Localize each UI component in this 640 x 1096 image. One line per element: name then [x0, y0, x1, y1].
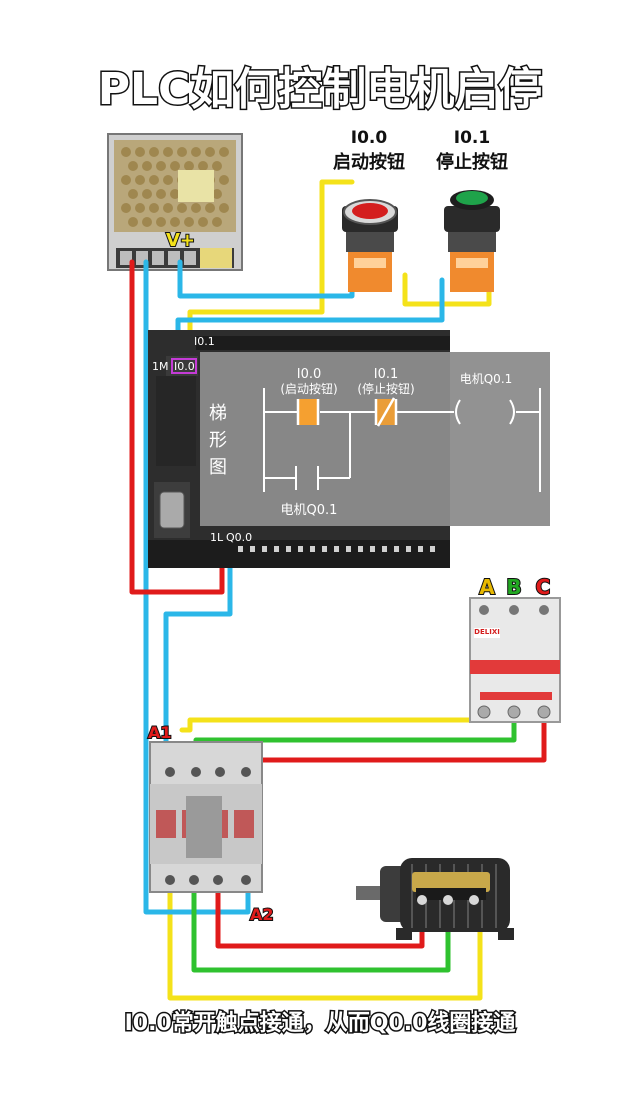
plc-terminal-1m: 1M: [152, 360, 169, 373]
breaker-phase-c: C: [536, 575, 551, 599]
circuit-breaker: [469, 597, 561, 723]
start-button-address: I0.0: [351, 128, 388, 148]
contactor: [149, 741, 263, 893]
plc-terminal-1l: 1L: [210, 531, 224, 544]
start-button-name: 启动按钮: [333, 151, 405, 173]
page-title: PLC如何控制电机启停: [98, 64, 543, 115]
ladder-side-label-1: 梯: [209, 403, 227, 424]
plc-terminal-q00: Q0.0: [226, 531, 252, 544]
ladder-side-label-2: 形: [209, 430, 227, 451]
start-push-button: [342, 199, 398, 292]
ladder-diagram-panel: 梯 形 图 I0.0 (启动按钮) I0.1 (停止按钮) 电机Q0.1: [200, 352, 550, 526]
contactor-a2-label: A2: [250, 905, 274, 924]
plc-terminal-i00-box: [171, 358, 197, 374]
stop-push-button: [444, 190, 500, 292]
stop-button-label: I0.1 停止按钮: [436, 128, 508, 173]
ladder-contact2-name: (停止按钮): [357, 381, 414, 396]
ladder-contact1-highlight: [298, 399, 318, 425]
plc-terminal-i00: I0.0: [174, 360, 195, 373]
stop-button-name: 停止按钮: [436, 151, 508, 173]
breaker-brand: DELIXI: [474, 628, 500, 636]
breaker-phase-b: B: [506, 575, 521, 599]
contactor-a1-label: A1: [148, 723, 172, 742]
blue-wires: [143, 259, 445, 915]
ladder-contact1-name: (启动按钮): [280, 381, 337, 396]
bottom-caption: I0.0常开触点接通，从而Q0.0线圈接通: [125, 1010, 516, 1036]
ladder-coil-label: 电机Q0.1: [460, 372, 513, 386]
ladder-latch-label: 电机Q0.1: [281, 503, 338, 518]
ladder-side-label-3: 图: [209, 457, 227, 478]
ladder-contact1-address: I0.0: [297, 367, 322, 382]
ladder-contact2-address: I0.1: [374, 367, 399, 382]
plc-terminal-i01: I0.1: [194, 335, 215, 348]
motor: [356, 858, 514, 940]
breaker-phase-a: A: [479, 575, 495, 599]
start-button-label: I0.0 启动按钮: [333, 128, 405, 173]
power-supply-vplus-label: V+: [166, 230, 195, 251]
power-supply: [107, 133, 243, 271]
stop-button-address: I0.1: [454, 128, 490, 148]
